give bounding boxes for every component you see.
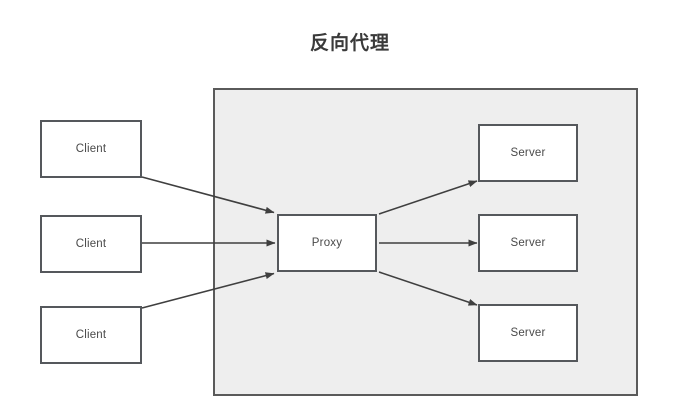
node-label: Server	[510, 147, 546, 159]
node-server-2[interactable]: Server	[478, 214, 578, 272]
edge-proxy-to-server-1	[378, 180, 478, 215]
node-label: Client	[75, 143, 107, 155]
edge-proxy-to-server-3	[378, 271, 478, 306]
node-label: Client	[75, 238, 107, 250]
node-proxy[interactable]: Proxy	[277, 214, 377, 272]
node-label: Server	[510, 237, 546, 249]
node-server-1[interactable]: Server	[478, 124, 578, 182]
node-label: Client	[75, 329, 107, 341]
node-client-1[interactable]: Client	[40, 120, 142, 178]
node-client-2[interactable]: Client	[40, 215, 142, 273]
node-label: Proxy	[311, 237, 343, 249]
node-client-3[interactable]: Client	[40, 306, 142, 364]
edge-client-1-to-proxy	[141, 176, 275, 214]
edge-client-3-to-proxy	[141, 272, 275, 309]
node-server-3[interactable]: Server	[478, 304, 578, 362]
page-title: 反向代理	[309, 33, 390, 54]
node-label: Server	[510, 327, 546, 339]
